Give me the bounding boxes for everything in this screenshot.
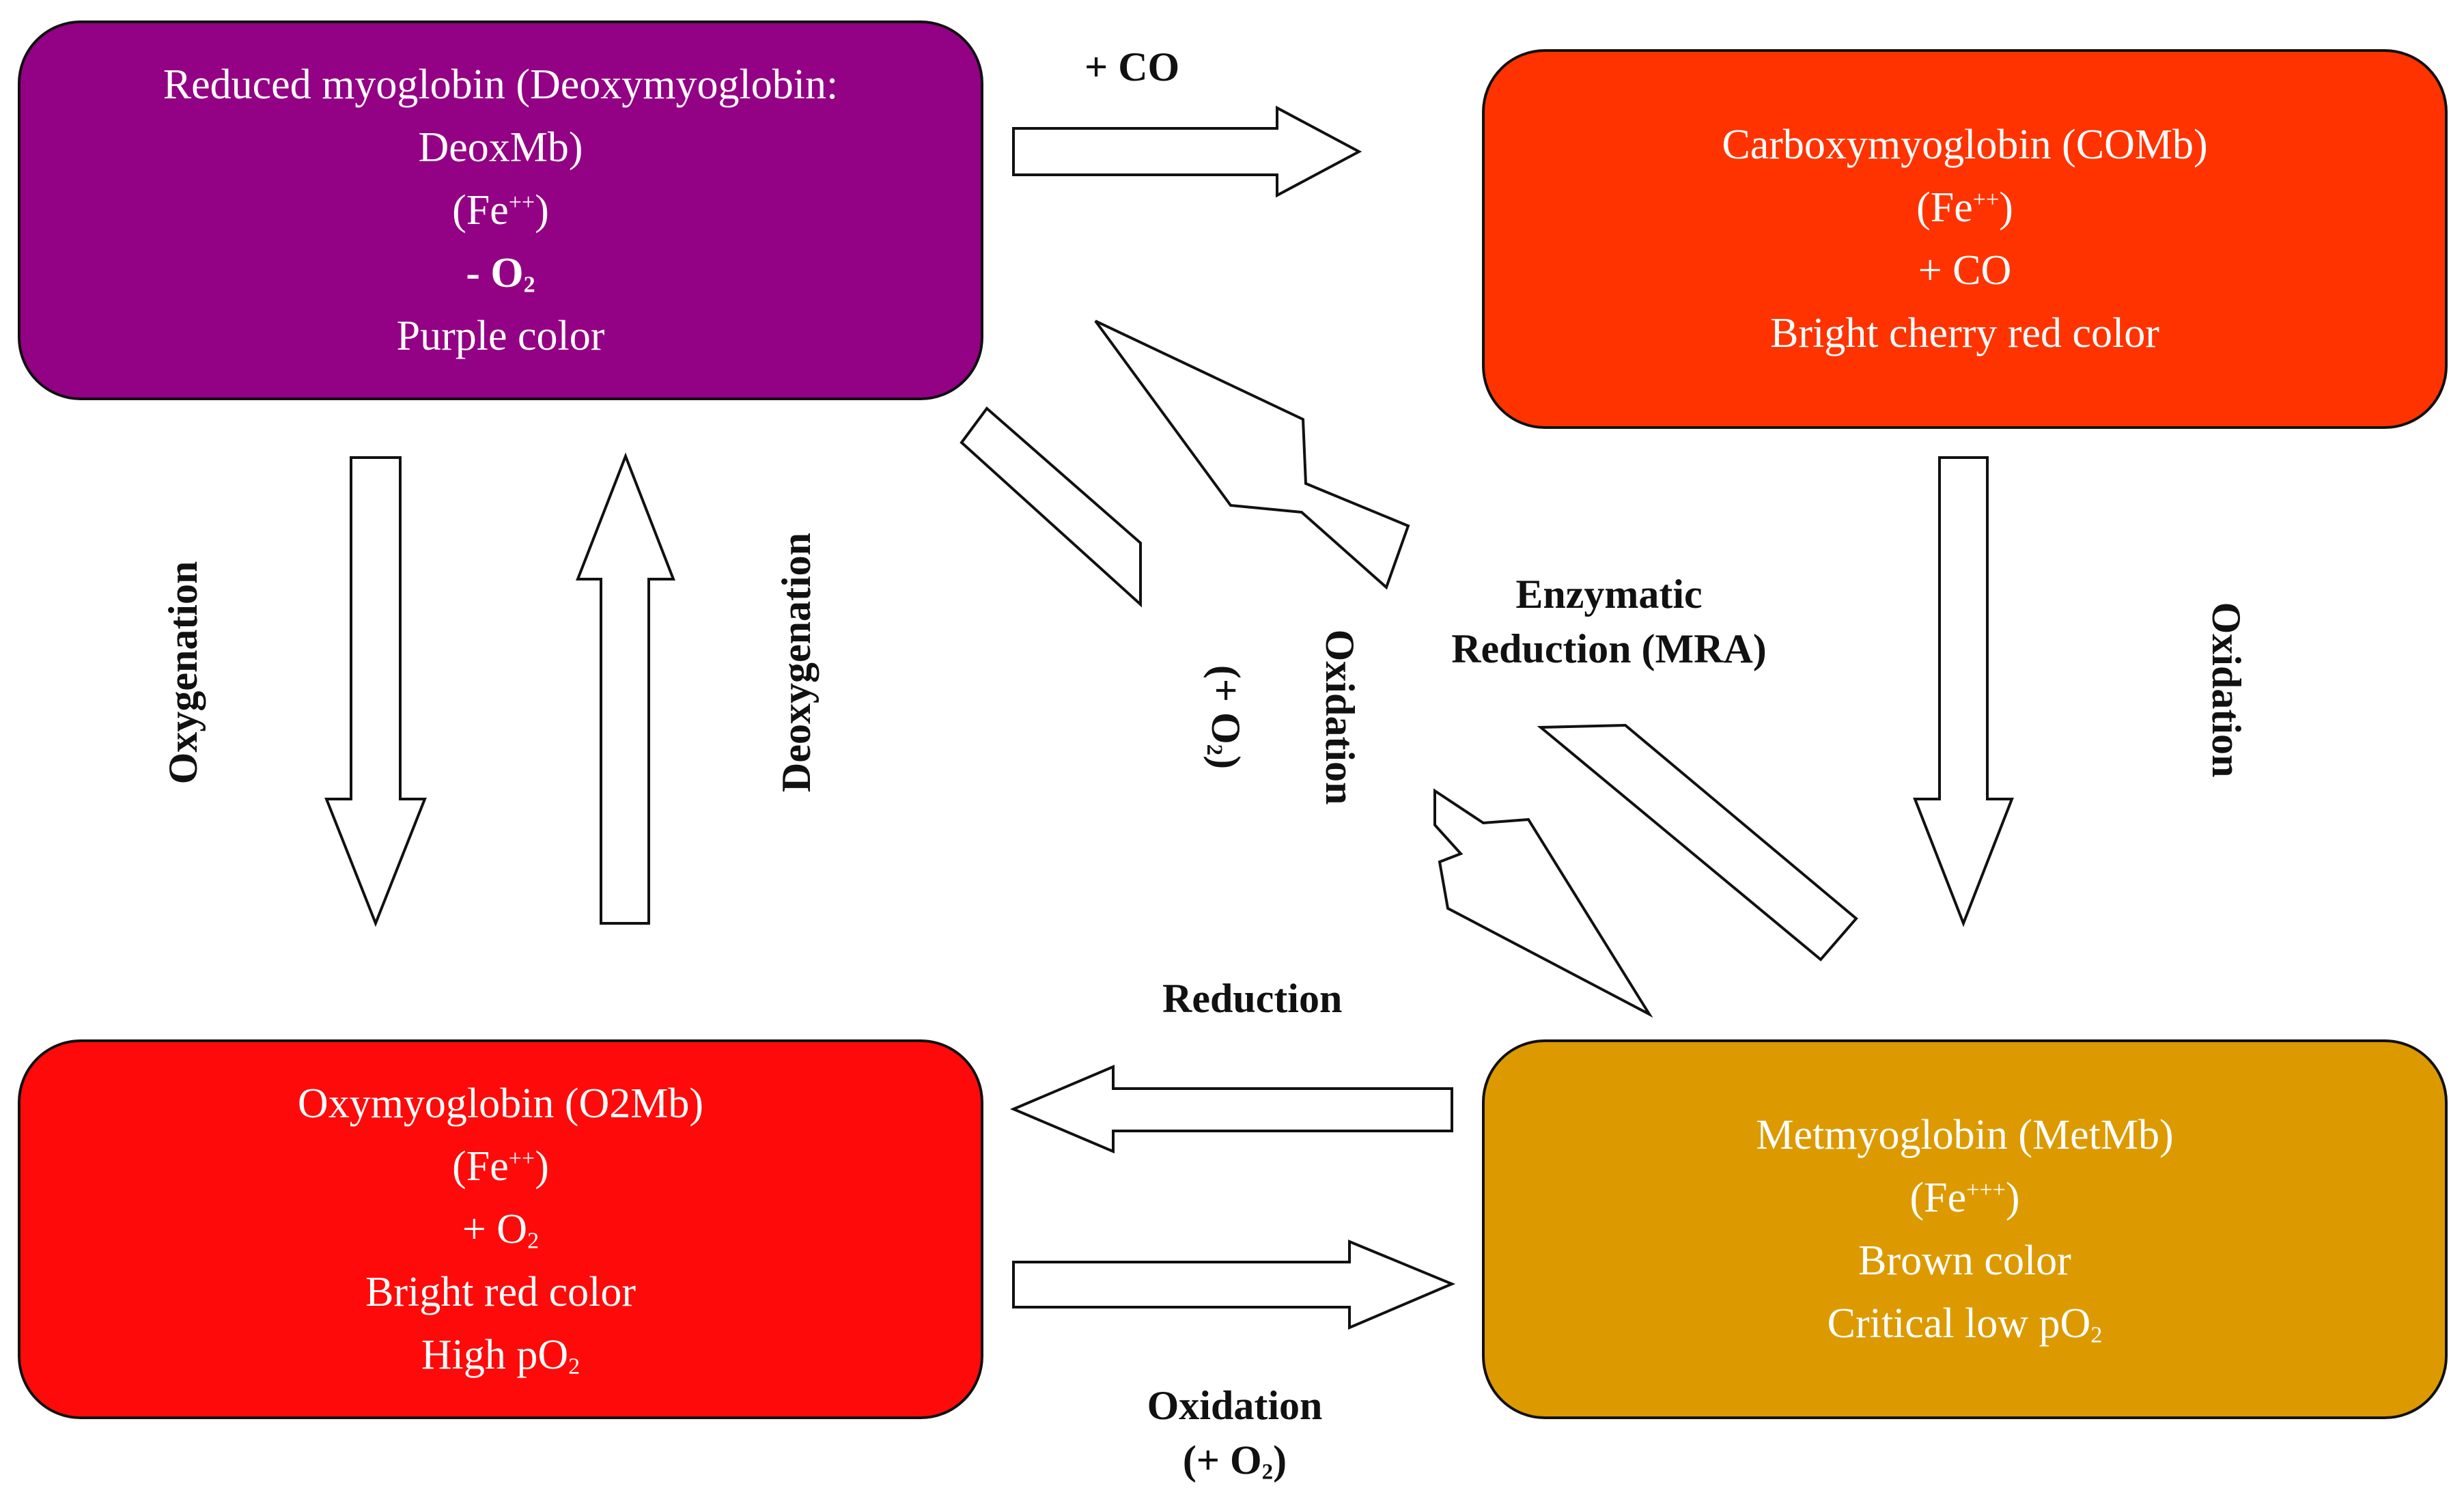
oxy-oxygen: + O2 — [462, 1206, 540, 1254]
met-iron-state: (Fe+++) — [1909, 1175, 2020, 1221]
deoxy-oxygen: - O2 — [466, 250, 535, 298]
oxy-color: Bright red color — [365, 1269, 636, 1315]
diagonal-oxidation-label: Oxidation — [1317, 629, 1362, 805]
reduction-arrow — [1009, 1064, 1453, 1154]
enzymatic-reduction-label: Enzymatic Reduction (MRA) — [1425, 567, 1793, 676]
oxygenation-arrow — [324, 456, 427, 927]
deoxymyoglobin-box: Reduced myoglobin (Deoxymyoglobin: DeoxM… — [18, 20, 983, 400]
carboxy-color: Bright cherry red color — [1770, 310, 2159, 356]
met-po2: Critical low pO2 — [1827, 1300, 2103, 1348]
deoxy-name: Reduced myoglobin (Deoxymyoglobin: — [163, 61, 839, 108]
met-name: Metmyoglobin (MetMb) — [1756, 1112, 2174, 1158]
enzymatic-reduction-arrow — [1094, 320, 1410, 590]
carboxy-oxidation-arrow — [1913, 456, 2014, 927]
deoxygenation-label: Deoxygenation — [774, 533, 819, 792]
diagonal-band-right — [1537, 723, 1858, 962]
diagonal-band-left — [960, 406, 1142, 608]
carboxy-name: Carboxymyoglobin (COMb) — [1722, 122, 2208, 168]
deoxy-iron-state: (Fe++) — [452, 187, 549, 234]
deoxy-abbrev: DeoxMb) — [418, 124, 583, 171]
met-color: Brown color — [1858, 1237, 2071, 1284]
carboxy-ligand: + CO — [1918, 247, 2012, 294]
oxy-iron-state: (Fe++) — [452, 1143, 549, 1190]
enzymatic-line-1: Enzymatic — [1515, 572, 1703, 617]
plus-co-label: + CO — [1084, 44, 1180, 89]
oxidation-arrow-to-met — [1433, 788, 1653, 1018]
enzymatic-line-2: Reduction (MRA) — [1451, 626, 1767, 671]
met-oxidation-arrow — [1012, 1240, 1456, 1330]
diagonal-o2-label: (+ O2) — [1201, 664, 1248, 770]
metmyoglobin-box: Metmyoglobin (MetMb) (Fe+++) Brown color… — [1482, 1039, 2448, 1419]
carboxymyoglobin-box: Carboxymyoglobin (COMb) (Fe++) + CO Brig… — [1482, 49, 2448, 429]
carboxy-oxidation-label: Oxidation — [2204, 602, 2249, 778]
oxy-po2: High pO2 — [421, 1332, 580, 1380]
carboxy-iron-state: (Fe++) — [1916, 184, 2013, 231]
deoxy-color: Purple color — [396, 313, 605, 359]
reduction-label: Reduction — [1162, 976, 1343, 1021]
oxygenation-label: Oxygenation — [160, 561, 206, 785]
deoxygenation-arrow — [576, 452, 675, 925]
oxymyoglobin-box: Oxymyoglobin (O2Mb) (Fe++) + O2 Bright r… — [18, 1039, 983, 1419]
co-binding-arrow — [1012, 105, 1362, 198]
bottom-oxidation-label: Oxidation (+ O2) — [1084, 1378, 1385, 1487]
bottom-o2-text: (+ O2) — [1182, 1438, 1287, 1485]
bottom-oxidation-text: Oxidation — [1147, 1383, 1323, 1428]
oxy-name: Oxymyoglobin (O2Mb) — [297, 1080, 704, 1127]
